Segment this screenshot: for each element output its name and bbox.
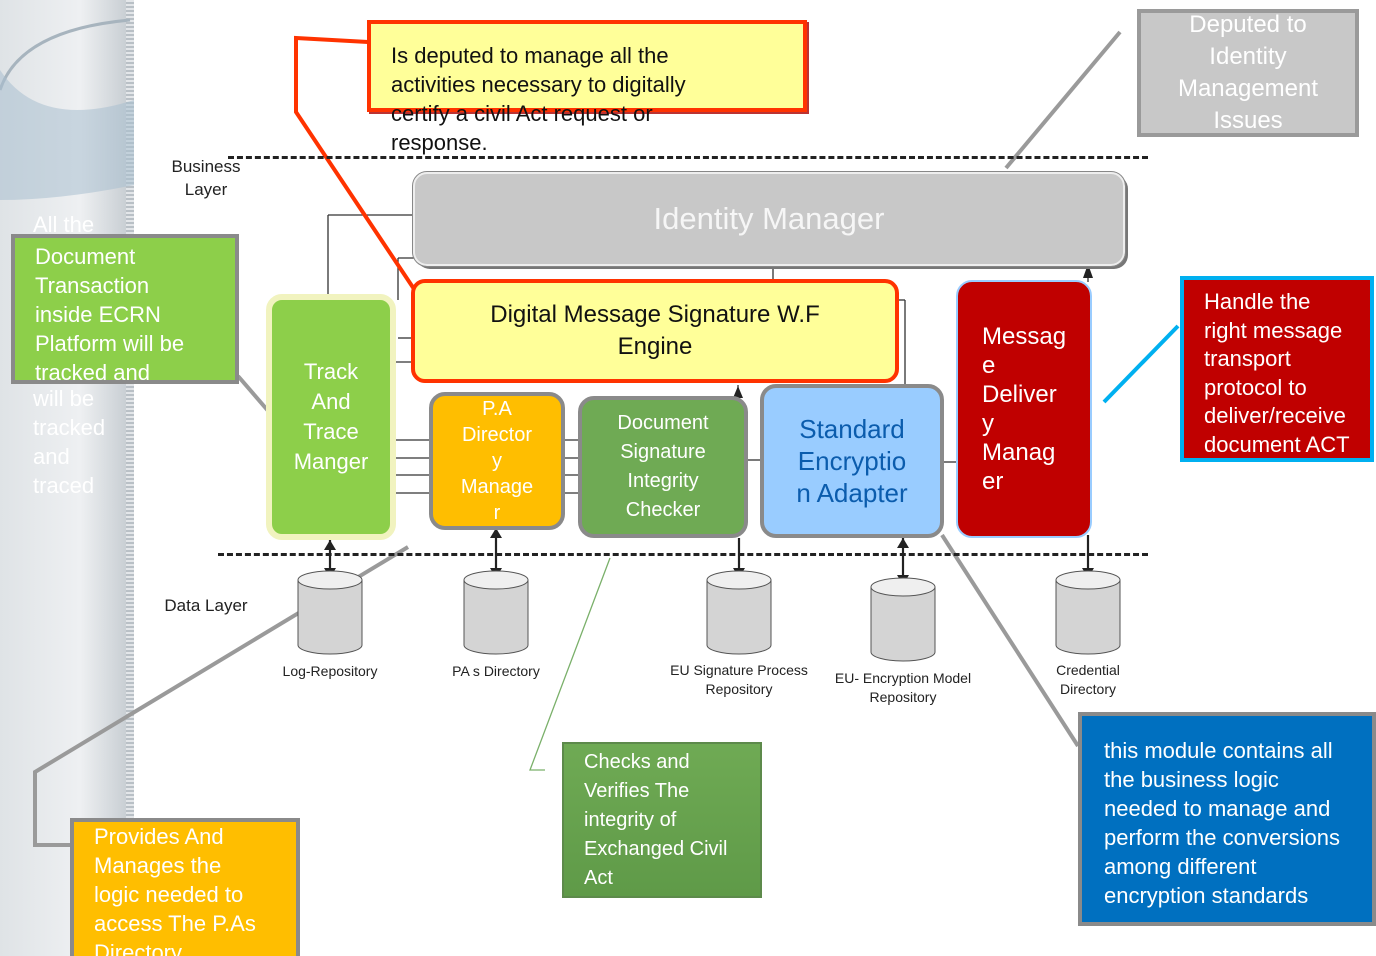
log-repository-cylinder [297,570,363,655]
business-layer-label: Business Layer [171,157,241,199]
sidebar-arc [0,18,131,91]
signature-engine-callout: Is deputed to manage all the activities … [367,20,807,155]
data-layer-label: Data Layer [164,596,248,615]
delivery-callout: Handle the right message transport proto… [1180,276,1374,462]
pas-directory-label: PA s Directory [452,663,540,679]
credential-directory-label: Credential Directory [1056,662,1120,697]
identity-callout: Deputed to Identity Management Issues [1137,9,1359,137]
eu-signature-repository-cylinder [706,570,772,655]
encryption-callout: this module contains all the business lo… [1078,712,1376,926]
message-delivery-module: Messag e Deliver y Manag er [956,280,1092,538]
signature-engine-callout-text: Is deputed to manage all the activities … [391,43,686,155]
log-repository-label: Log-Repository [282,663,378,679]
track-trace-module: Track And Trace Manger [266,294,396,540]
sidebar-swoosh [0,70,134,200]
eu-encryption-repository-cylinder [870,577,936,662]
signature-engine-module: Digital Message Signature W.F Engine [411,279,899,383]
eu-signature-repository-label: EU Signature Process Repository [670,662,808,697]
credential-directory-cylinder [1055,570,1121,655]
encryption-adapter-module: Standard Encryptio n Adapter [760,384,944,538]
identity-manager-label: Identity Manager [653,201,885,236]
sidebar-stripe [126,0,134,956]
identity-manager-module: Identity Manager [412,171,1126,267]
track-trace-callout: Document Transaction inside ECRN Platfor… [11,234,239,385]
eu-encryption-repository-label: EU- Encryption Model Repository [834,670,972,705]
data-layer-separator [218,553,1148,556]
signature-checker-module: Document Signature Integrity Checker [578,396,748,538]
checker-callout: Checks and Verifies The integrity of Exc… [562,742,762,898]
pa-directory-callout: Provides And Manages the logic needed to… [70,818,300,956]
pas-directory-cylinder [463,570,529,655]
business-layer-separator [228,156,1148,159]
pa-directory-module: P.A Director y Manage r [429,392,565,530]
